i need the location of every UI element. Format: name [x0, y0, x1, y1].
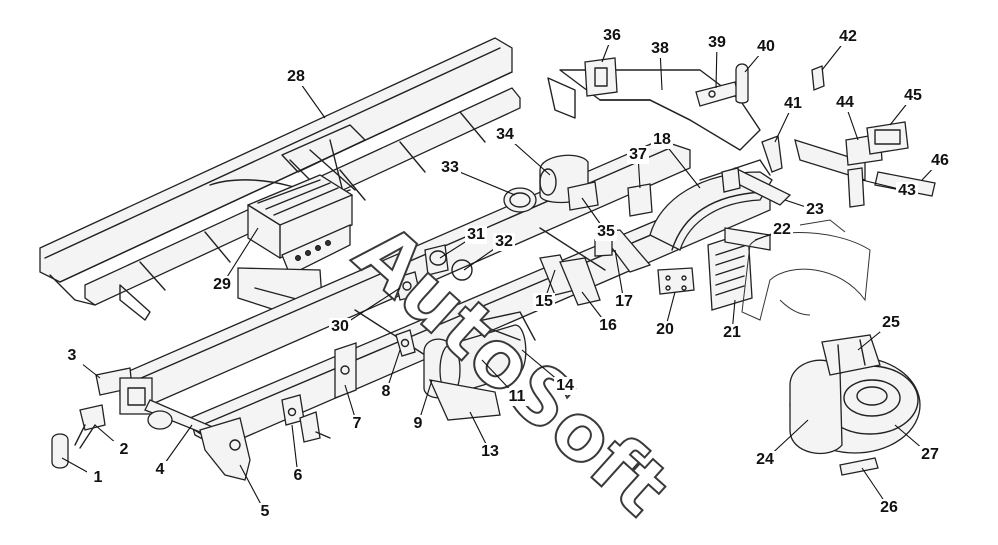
callout-33: 33 — [441, 159, 459, 176]
callout-bg-28 — [285, 68, 307, 86]
callout-bg-33 — [439, 159, 461, 177]
callout-38: 38 — [651, 40, 669, 57]
callout-32: 32 — [495, 233, 513, 250]
callout-44: 44 — [836, 94, 854, 111]
callout-bg-35 — [595, 223, 617, 241]
callout-40: 40 — [757, 38, 775, 55]
callout-bg-37 — [627, 146, 649, 164]
callout-13: 13 — [481, 443, 499, 460]
leader-line-29 — [221, 227, 259, 286]
bracket-23 — [721, 167, 792, 206]
callout-bg-34 — [494, 126, 516, 144]
callout-bg-39 — [706, 34, 728, 52]
callout-bg-14 — [554, 377, 576, 395]
callout-7: 7 — [353, 415, 362, 432]
callout-30: 30 — [331, 318, 349, 335]
callout-23: 23 — [806, 201, 824, 218]
callout-20: 20 — [656, 321, 674, 338]
callout-bg-27 — [919, 446, 941, 464]
callout-29: 29 — [213, 276, 231, 293]
callout-25: 25 — [882, 314, 900, 331]
callout-bg-16 — [597, 317, 619, 335]
callout-11: 11 — [509, 388, 526, 405]
mudguard — [649, 171, 773, 251]
callout-bg-32 — [493, 233, 515, 251]
callout-bg-13 — [479, 443, 501, 461]
callout-bg-29 — [211, 276, 233, 294]
parts-36-46 — [584, 57, 936, 217]
callout-bg-6 — [287, 467, 309, 485]
callout-43: 43 — [898, 182, 916, 199]
callout-39: 39 — [708, 34, 726, 51]
callout-bg-38 — [649, 40, 671, 58]
callout-5: 5 — [261, 503, 270, 520]
front-bracket-parts — [51, 367, 251, 481]
mudflap — [707, 227, 771, 311]
callout-3: 3 — [68, 347, 77, 364]
callout-bg-3 — [61, 347, 83, 365]
callout-bg-20 — [654, 321, 676, 339]
callout-bg-24 — [754, 451, 776, 469]
callout-16: 16 — [599, 317, 617, 334]
callout-bg-1 — [87, 469, 109, 487]
callout-17: 17 — [615, 293, 633, 310]
callout-bg-7 — [346, 415, 368, 433]
callout-bg-8 — [375, 383, 397, 401]
callout-1: 1 — [94, 469, 103, 486]
callout-bg-22 — [771, 221, 793, 239]
callout-bg-36 — [601, 27, 623, 45]
callout-21: 21 — [723, 324, 741, 341]
callout-42: 42 — [839, 28, 857, 45]
callout-bg-15 — [533, 293, 555, 311]
callout-37: 37 — [629, 146, 647, 163]
callout-bg-23 — [804, 201, 826, 219]
callout-bg-11 — [506, 388, 528, 406]
callout-bg-44 — [834, 94, 856, 112]
callout-45: 45 — [904, 87, 922, 104]
callout-bg-21 — [721, 324, 743, 342]
callout-bg-18 — [651, 131, 673, 149]
callout-24: 24 — [756, 451, 774, 468]
callout-bg-31 — [465, 226, 487, 244]
callout-bg-9 — [407, 415, 429, 433]
callout-bg-46 — [929, 152, 951, 170]
callout-18: 18 — [653, 131, 671, 148]
callout-bg-45 — [902, 87, 924, 105]
callout-46: 46 — [931, 152, 949, 169]
callout-bg-26 — [878, 499, 900, 517]
callout-bg-5 — [254, 503, 276, 521]
callout-4: 4 — [156, 461, 165, 478]
callout-27: 27 — [921, 446, 939, 463]
callout-2: 2 — [120, 441, 129, 458]
callout-35: 35 — [597, 223, 615, 240]
callout-36: 36 — [603, 27, 621, 44]
spare-wheel-group — [789, 334, 921, 476]
callout-9: 9 — [414, 415, 423, 432]
callout-14: 14 — [556, 377, 574, 394]
callout-31: 31 — [467, 226, 485, 243]
callout-bg-2 — [113, 441, 135, 459]
callout-26: 26 — [880, 499, 898, 516]
callout-41: 41 — [784, 95, 802, 112]
callout-bg-41 — [782, 95, 804, 113]
callout-bg-40 — [755, 38, 777, 56]
callout-bg-30 — [329, 318, 351, 336]
small-brackets-6-7-8 — [281, 329, 416, 443]
callout-28: 28 — [287, 68, 305, 85]
callout-6: 6 — [294, 467, 303, 484]
callout-bg-4 — [149, 461, 171, 479]
callout-bg-17 — [613, 293, 635, 311]
callout-bg-25 — [880, 314, 902, 332]
callout-bg-42 — [837, 28, 859, 46]
callout-bg-43 — [896, 182, 918, 200]
callout-15: 15 — [535, 293, 553, 310]
callout-34: 34 — [496, 126, 514, 143]
callout-22: 22 — [773, 221, 791, 238]
parts-30-35 — [394, 154, 599, 301]
callout-8: 8 — [382, 383, 391, 400]
